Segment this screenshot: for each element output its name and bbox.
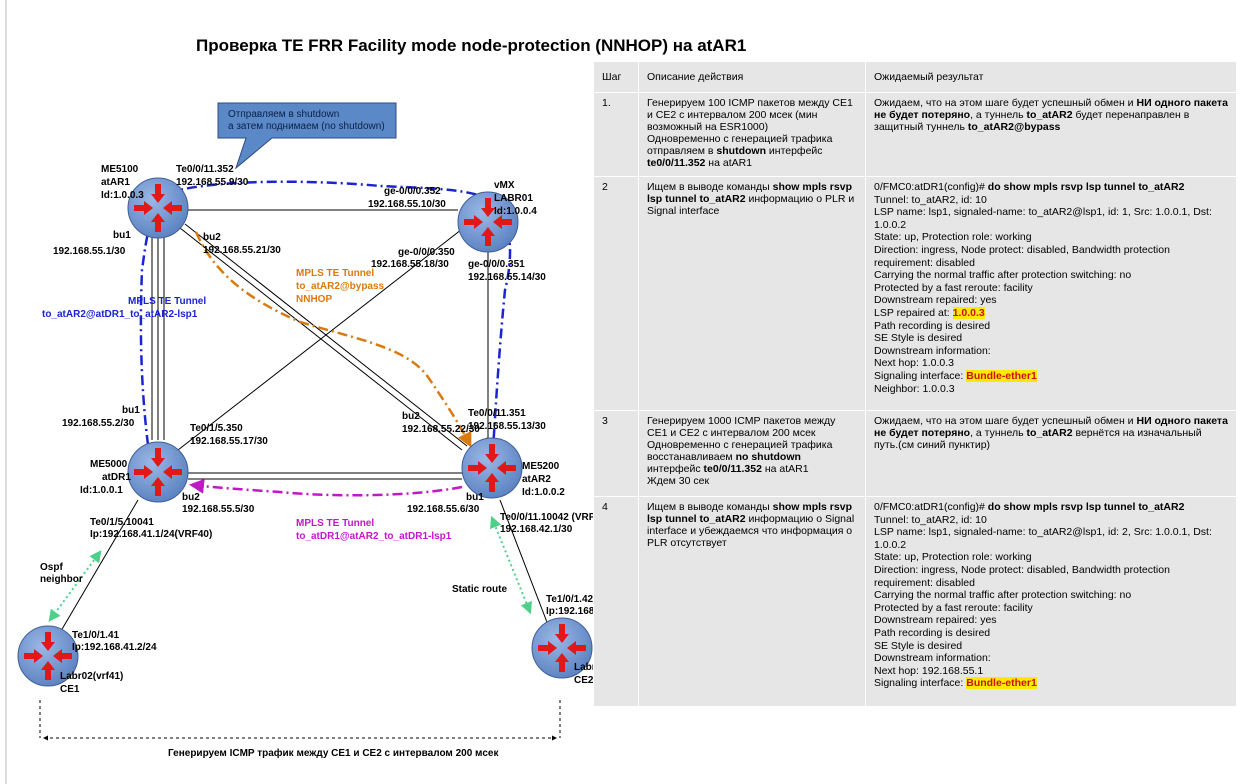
svg-text:192.168.55.22/30: 192.168.55.22/30 (402, 424, 480, 435)
step-number: 2 (593, 176, 639, 411)
svg-text:192.168.55.1/30: 192.168.55.1/30 (53, 246, 126, 257)
svg-text:Te0/0/11.10042 (VRF40): Te0/0/11.10042 (VRF40) (500, 512, 609, 523)
svg-text:192.168.55.17/30: 192.168.55.17/30 (190, 436, 268, 447)
svg-text:ge-0/0/0.350: ge-0/0/0.350 (398, 247, 455, 258)
step-number: 3 (593, 410, 639, 497)
svg-text:vMX: vMX (494, 180, 515, 191)
te-bypass-path (194, 231, 472, 448)
table-row: 4 Ищем в выводе команды show mpls rsvp l… (593, 496, 1237, 707)
svg-text:Ip:192.168.41.2/24: Ip:192.168.41.2/24 (72, 642, 157, 653)
svg-text:Id:1.0.0.2: Id:1.0.0.2 (522, 487, 565, 498)
page-title: Проверка TE FRR Facility mode node-prote… (196, 36, 747, 55)
svg-text:MPLS TE Tunnel: MPLS TE Tunnel (296, 268, 374, 279)
svg-text:Отправляем в shutdown: Отправляем в shutdown (228, 109, 339, 120)
svg-text:neighbor: neighbor (40, 574, 83, 585)
svg-text:to_atAR2@bypass: to_atAR2@bypass (296, 281, 385, 292)
svg-text:NNHOP: NNHOP (296, 294, 332, 305)
svg-text:Labr02(vrf41): Labr02(vrf41) (60, 671, 123, 682)
te-reverse-path (189, 478, 463, 497)
svg-text:ME5100: ME5100 (101, 164, 139, 175)
ospf-link (48, 550, 102, 622)
svg-text:Id:1.0.0.4: Id:1.0.0.4 (494, 206, 537, 217)
svg-text:192.168.42.1/30: 192.168.42.1/30 (500, 524, 573, 535)
table-row: 3 Генерируем 1000 ICMP пакетов между CE1… (593, 410, 1237, 497)
step-number: 1. (593, 92, 639, 177)
diagram-notes: Ospf neighbor Static route Генерируем IC… (40, 562, 507, 759)
svg-text:ME5200: ME5200 (522, 461, 560, 472)
highlight-interface: Bundle-ether1 (966, 369, 1037, 382)
svg-text:atDR1: atDR1 (102, 472, 131, 483)
svg-text:192.168.55.14/30: 192.168.55.14/30 (468, 272, 546, 283)
svg-text:CE2: CE2 (574, 675, 594, 686)
svg-text:bu1: bu1 (122, 405, 140, 416)
svg-text:192.168.55.5/30: 192.168.55.5/30 (182, 504, 255, 515)
header-description: Описание действия (638, 61, 866, 93)
table-header-row: Шаг Описание действия Ожидаемый результа… (593, 61, 1237, 93)
step-description: Генерируем 1000 ICMP пакетов между CE1 и… (638, 410, 866, 497)
svg-text:а затем поднимаем (no shutdown: а затем поднимаем (no shutdown) (228, 121, 385, 132)
header-step: Шаг (593, 61, 639, 93)
router-icon-atdr1[interactable] (127, 441, 189, 503)
step-expected: Ожидаем, что на этом шаге будет успешный… (865, 92, 1237, 177)
svg-text:bu1: bu1 (466, 492, 484, 503)
svg-text:Static route: Static route (452, 584, 507, 595)
svg-text:192.168.55.21/30: 192.168.55.21/30 (203, 245, 281, 256)
svg-text:bu2: bu2 (402, 411, 420, 422)
svg-text:192.168.55.18/30: 192.168.55.18/30 (371, 259, 449, 270)
svg-text:ME5000: ME5000 (90, 459, 128, 470)
svg-text:Te0/0/11.352: Te0/0/11.352 (176, 164, 234, 175)
svg-text:Id:1.0.0.1: Id:1.0.0.1 (80, 485, 123, 496)
step-expected: Ожидаем, что на этом шаге будет успешный… (865, 410, 1237, 497)
static-route-link (490, 515, 532, 615)
step-expected: 0/FMC0:atDR1(config)# do show mpls rsvp … (865, 496, 1237, 707)
svg-text:192.168.55.9/30: 192.168.55.9/30 (176, 177, 249, 188)
svg-text:Te0/0/11.351: Te0/0/11.351 (468, 408, 526, 419)
svg-text:atAR2: atAR2 (522, 474, 551, 485)
svg-text:192.168.55.2/30: 192.168.55.2/30 (62, 418, 135, 429)
step-description: Генерируем 100 ICMP пакетов между CE1 и … (638, 92, 866, 177)
svg-text:atAR1: atAR1 (101, 177, 130, 188)
svg-text:bu1: bu1 (113, 230, 131, 241)
te-primary-path (139, 180, 512, 453)
svg-text:Ospf: Ospf (40, 562, 63, 573)
svg-text:bu2: bu2 (203, 232, 221, 243)
svg-text:Te1/0/1.41: Te1/0/1.41 (72, 630, 120, 641)
svg-text:Генерируем ICMP трафик между C: Генерируем ICMP трафик между CE1 и CE2 с… (168, 747, 499, 759)
svg-text:192.168.55.6/30: 192.168.55.6/30 (407, 504, 480, 515)
step-description: Ищем в выводе команды show mpls rsvp lsp… (638, 176, 866, 411)
svg-text:192.168.55.10/30: 192.168.55.10/30 (368, 199, 446, 210)
highlight-interface: Bundle-ether1 (966, 677, 1037, 690)
step-expected: 0/FMC0:atDR1(config)# do show mpls rsvp … (865, 176, 1237, 411)
highlight-plr: 1.0.0.3 (952, 306, 985, 319)
step-description: Ищем в выводе команды show mpls rsvp lsp… (638, 496, 866, 707)
svg-text:192.168.55.13/30: 192.168.55.13/30 (468, 421, 546, 432)
header-expected: Ожидаемый результат (865, 61, 1237, 93)
svg-text:to_atDR1@atAR2_to_atDR1-lsp1: to_atDR1@atAR2_to_atDR1-lsp1 (296, 531, 452, 542)
table-row: 2 Ищем в выводе команды show mpls rsvp l… (593, 176, 1237, 411)
svg-text:to_atAR2@atDR1_to_atAR2-lsp1: to_atAR2@atDR1_to_atAR2-lsp1 (42, 309, 198, 320)
svg-text:ge-0/0/0.351: ge-0/0/0.351 (468, 259, 525, 270)
router-icon-atar2[interactable] (461, 437, 523, 499)
svg-text:Te0/1/5.350: Te0/1/5.350 (190, 423, 243, 434)
interface-labels: Te0/0/11.352 192.168.55.9/30 ge-0/0/0.35… (53, 164, 631, 653)
svg-text:MPLS TE Tunnel: MPLS TE Tunnel (296, 518, 374, 529)
table-row: 1. Генерируем 100 ICMP пакетов между CE1… (593, 92, 1237, 177)
svg-text:CE1: CE1 (60, 684, 80, 695)
svg-text:bu2: bu2 (182, 492, 200, 503)
svg-text:ge-0/0/0.352: ge-0/0/0.352 (384, 186, 441, 197)
tunnel-labels: MPLS TE Tunnel to_atAR2@atDR1_to_atAR2-l… (42, 268, 452, 542)
shutdown-callout: Отправляем в shutdown а затем поднимаем … (217, 102, 397, 170)
svg-text:Id:1.0.0.3: Id:1.0.0.3 (101, 190, 144, 201)
svg-text:Ip:192.168.42.2/24: Ip:192.168.42.2/24 (546, 606, 631, 617)
svg-text:Te1/0/1.42: Te1/0/1.42 (546, 594, 594, 605)
svg-text:Ip:192.168.41.1/24(VRF40): Ip:192.168.41.1/24(VRF40) (90, 529, 212, 540)
step-number: 4 (593, 496, 639, 707)
svg-text:MPLS TE Tunnel: MPLS TE Tunnel (128, 296, 206, 307)
svg-text:Te0/1/5.10041: Te0/1/5.10041 (90, 517, 154, 528)
svg-text:LABR01: LABR01 (494, 193, 533, 204)
steps-table: Шаг Описание действия Ожидаемый результа… (593, 61, 1237, 707)
